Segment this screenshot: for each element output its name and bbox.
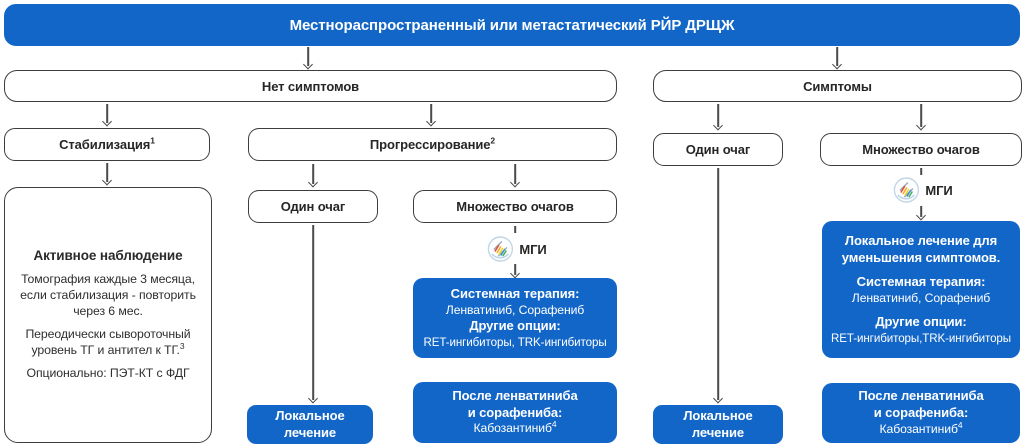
node-multiple-foci-right: Множество очагов <box>820 133 1022 166</box>
other-options-title-left: Другие опции: <box>469 318 561 334</box>
local-right-line1: Локальное <box>683 407 753 423</box>
systemic-drugs-left: Ленватиниб, Сорафениб <box>445 302 585 317</box>
arrow-banner-to-symptoms <box>830 47 844 70</box>
node-no-symptoms-label: Нет симптомов <box>261 78 360 94</box>
observation-footnote-sup: 3 <box>179 340 185 351</box>
node-local-treatment-right: Локальное лечение <box>653 405 783 444</box>
local-right-line2: лечение <box>691 424 745 440</box>
after-drug-left-text: Кабозантиниб <box>473 421 552 436</box>
node-single-focus-right: Один очаг <box>653 133 783 166</box>
after-title-left-line1: После ленватиниба <box>452 387 578 403</box>
progression-text: Прогрессирование <box>369 137 491 152</box>
mgi-group-left: МГИ <box>487 236 547 262</box>
after-footnote-sup-right: 4 <box>957 419 963 430</box>
arrow-to-observation <box>100 163 114 186</box>
other-options-drugs-right: RET-ингибиторы,TRK-ингибиторы <box>831 331 1011 345</box>
other-options-drugs-left: RET-ингибиторы, TRK-ингибиторы <box>423 336 607 350</box>
stabilization-footnote-sup: 1 <box>150 135 155 146</box>
node-progression: Прогрессирование2 <box>248 128 617 161</box>
node-stabilization: Стабилизация1 <box>4 128 210 161</box>
arrow-mgi-left <box>508 264 522 279</box>
stabilization-text: Стабилизация <box>59 137 151 152</box>
mgi-label-right: МГИ <box>925 182 953 198</box>
arrow-to-stabilization <box>100 104 114 127</box>
after-title-right-line1: После ленватиниба <box>858 388 984 404</box>
arrow-to-single-focus-left <box>306 164 320 188</box>
node-stabilization-label: Стабилизация1 <box>59 135 155 152</box>
arrow-to-multiple-foci-left <box>508 164 522 188</box>
node-progression-label: Прогрессирование2 <box>369 135 496 152</box>
systemic-title-right: Системная терапия: <box>856 274 986 290</box>
node-single-focus-left: Один очаг <box>248 190 378 223</box>
arrow-to-multiple-foci-right <box>914 104 928 131</box>
node-symptoms: Симптомы <box>653 70 1022 102</box>
dna-circle-icon <box>487 236 514 262</box>
node-multiple-foci-left-label: Множество очагов <box>456 199 574 214</box>
local-left-line1: Локальное <box>275 407 345 423</box>
progression-footnote-sup: 2 <box>490 135 496 146</box>
node-multiple-foci-left: Множество очагов <box>413 190 617 223</box>
node-treatment-right: Локальное лечение для уменьшения симптом… <box>822 221 1020 358</box>
after-title-left-line2: и сорафениба: <box>467 404 563 420</box>
observation-title: Активное наблюдение <box>33 248 183 264</box>
observation-line-2: Переодически сывороточный уровень ТГ и а… <box>13 327 203 359</box>
node-systemic-therapy-left: Системная терапия: Ленватиниб, Сорафениб… <box>413 278 617 358</box>
mgi-group-right: МГИ <box>893 177 953 203</box>
arrow-to-progression <box>424 104 438 127</box>
node-single-focus-left-label: Один очаг <box>280 199 346 214</box>
dash-connector-left <box>514 226 516 233</box>
arrow-single-focus-left-to-local <box>306 225 320 404</box>
other-options-title-right: Другие опции: <box>875 313 967 329</box>
observation-line-2-text: Переодически сывороточный уровень ТГ и а… <box>25 327 191 357</box>
banner-title: Местнораспространенный или метастатическ… <box>4 4 1020 46</box>
observation-line-1: Томография каждые 3 месяца, если стабили… <box>20 272 196 319</box>
local-left-line2: лечение <box>283 424 337 440</box>
node-symptoms-label: Симптомы <box>803 78 872 94</box>
node-single-focus-right-label: Один очаг <box>685 142 751 157</box>
after-drug-right-text: Кабозантиниб <box>879 421 958 436</box>
after-footnote-sup-left: 4 <box>551 419 557 430</box>
arrow-banner-to-no-symptoms <box>301 47 315 70</box>
node-active-observation: Активное наблюдение Томография каждые 3 … <box>4 187 212 443</box>
dna-circle-icon <box>893 177 920 203</box>
arrow-to-single-focus-right <box>711 104 725 131</box>
arrow-single-focus-right-to-local <box>711 168 725 404</box>
dash-connector-right <box>920 168 922 175</box>
after-drug-right: Кабозантиниб4 <box>879 419 963 438</box>
node-after-lenvatinib-left: После ленватиниба и сорафениба: Кабозант… <box>413 382 617 443</box>
node-multiple-foci-right-label: Множество очагов <box>862 142 980 157</box>
node-after-lenvatinib-right: После ленватиниба и сорафениба: Кабозант… <box>822 383 1020 443</box>
observation-line-3: Опционально: ПЭТ-КТ с ФДГ <box>26 365 190 380</box>
systemic-title-left: Системная терапия: <box>450 285 580 301</box>
treatment-local-title-right: Локальное лечение для уменьшения симптом… <box>841 233 1001 266</box>
mgi-label-left: МГИ <box>519 241 547 257</box>
after-drug-left: Кабозантиниб4 <box>473 419 557 437</box>
after-title-right-line2: и сорафениба: <box>873 405 969 421</box>
node-local-treatment-left: Локальное лечение <box>247 405 373 444</box>
arrow-mgi-right <box>914 206 928 221</box>
systemic-drugs-right: Ленватиниб, Сорафениб <box>851 290 991 305</box>
node-no-symptoms: Нет симптомов <box>4 70 617 102</box>
